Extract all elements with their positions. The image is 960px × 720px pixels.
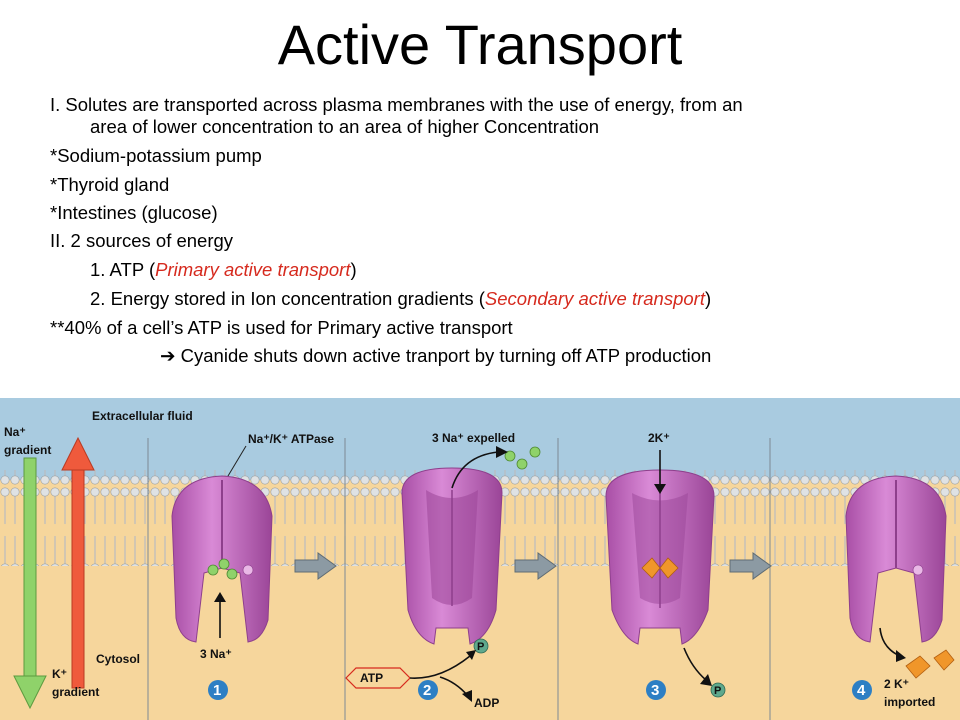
bullet-intestines: *Intestines (glucose) <box>50 202 218 223</box>
extracellular-fluid-label: Extracellular fluid <box>92 409 193 423</box>
na-gradient-arrow <box>13 457 47 710</box>
k-ion-imported <box>933 649 955 671</box>
transition-arrow-3 <box>729 552 772 580</box>
na-ion-expelled <box>516 458 528 470</box>
na-ion-expelled <box>529 446 541 458</box>
secondary-active-transport: Secondary active transport <box>484 288 705 309</box>
na-gradient-label-1: Na⁺ <box>4 425 26 439</box>
k-in-label: 2K⁺ <box>648 431 670 445</box>
step-number-4: 4 <box>857 682 866 699</box>
step-number-2: 2 <box>423 682 431 699</box>
cytosol-label: Cytosol <box>96 652 140 666</box>
bullet-atp: 1. ATP (Primary active transport) <box>90 259 357 281</box>
atp-close: ) <box>350 259 357 280</box>
binding-site <box>242 564 254 576</box>
k-ion <box>659 557 679 579</box>
atp-text: 1. ATP ( <box>90 259 156 280</box>
cyanide-text: Cyanide shuts down active tranport by tu… <box>175 345 712 366</box>
transition-arrow-2 <box>514 552 557 580</box>
na-gradient-label-2: gradient <box>4 443 51 457</box>
ion-gradient-close: ) <box>704 288 712 309</box>
step-number-1: 1 <box>213 682 221 699</box>
na-ion <box>207 564 219 576</box>
step-badge-4: 4 <box>852 680 872 700</box>
k-gradient-label-1: K⁺ <box>52 667 67 681</box>
na-ion <box>218 558 230 570</box>
bullet-energy-sources: II. 2 sources of energy <box>50 230 234 251</box>
atp-label: ATP <box>360 671 383 685</box>
na-expelled-label: 3 Na⁺ expelled <box>432 431 515 445</box>
bullet-atp-usage: **40% of a cell’s ATP is used for Primar… <box>50 317 513 338</box>
phosphate-released <box>710 682 726 698</box>
pump-step-2: P ATP <box>345 446 541 702</box>
transition-arrow-1 <box>294 552 337 580</box>
bullet-line-1-cont: area of lower concentration to an area o… <box>90 116 600 137</box>
step-badge-1: 1 <box>208 680 228 700</box>
bullet-thyroid: *Thyroid gland <box>50 174 170 195</box>
k-ion-imported <box>905 655 931 679</box>
k-imported-label-1: 2 K⁺ <box>884 677 909 691</box>
step-number-3: 3 <box>651 682 659 699</box>
na-in-label: 3 Na⁺ <box>200 647 232 661</box>
binding-site <box>912 564 924 576</box>
bullet-line-1: I. Solutes are transported across plasma… <box>50 94 743 115</box>
extracellular-region <box>0 398 960 480</box>
k-gradient-arrow <box>61 436 95 689</box>
phosphate-label: P <box>477 641 484 653</box>
slide-title: Active Transport <box>277 13 683 76</box>
arrow-right-icon: ➔ <box>160 345 176 366</box>
pump-step-4 <box>845 475 955 679</box>
step-badge-2: 2 <box>418 680 438 700</box>
adp-label: ADP <box>474 696 499 710</box>
pump-step-1 <box>171 475 273 643</box>
pump-step-3: P <box>605 450 726 698</box>
sodium-potassium-pump-diagram: Extracellular fluid Na⁺ gradient Cytosol… <box>0 398 960 720</box>
na-ion-expelled <box>504 450 516 462</box>
phosphate <box>473 638 489 654</box>
step-badge-3: 3 <box>646 680 666 700</box>
bullet-sodium-pump: *Sodium-potassium pump <box>50 145 262 166</box>
k-imported-label-2: imported <box>884 695 935 709</box>
pump-label: Na⁺/K⁺ ATPase <box>248 432 334 446</box>
phosphate-released-label: P <box>714 685 721 697</box>
k-gradient-label-2: gradient <box>52 685 99 699</box>
bullet-ion-gradient: 2. Energy stored in Ion concentration gr… <box>90 288 711 310</box>
ion-gradient-text: 2. Energy stored in Ion concentration gr… <box>90 288 485 309</box>
na-ion <box>226 568 238 580</box>
primary-active-transport: Primary active transport <box>155 259 351 280</box>
bullet-cyanide: ➔ Cyanide shuts down active tranport by … <box>160 345 711 367</box>
